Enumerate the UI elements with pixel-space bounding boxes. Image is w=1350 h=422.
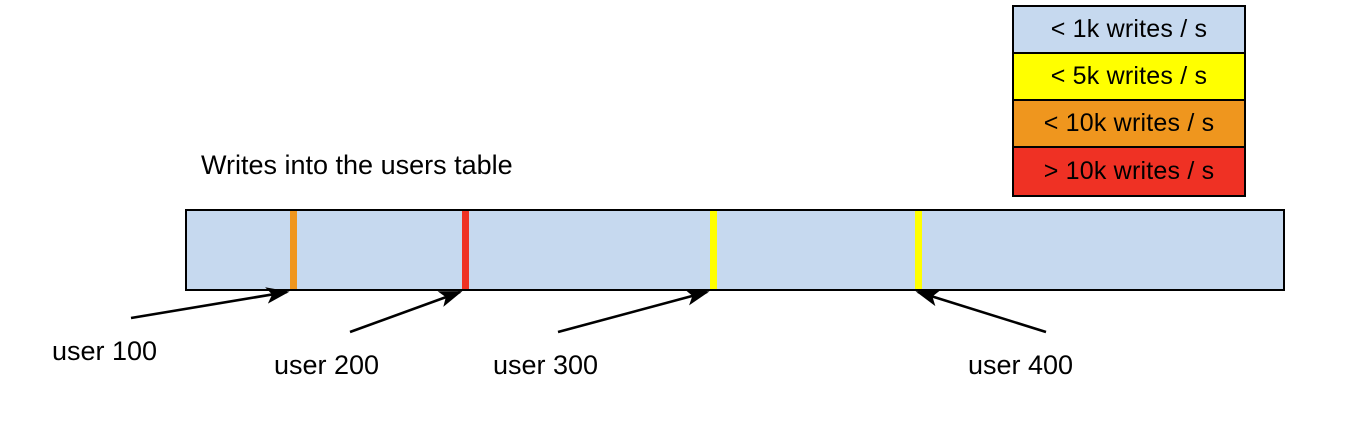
stripe-user-400 [915, 211, 922, 289]
arrow-user-300 [557, 289, 710, 334]
legend: < 1k writes / s < 5k writes / s < 10k wr… [1012, 5, 1246, 197]
legend-item-under-5k: < 5k writes / s [1014, 54, 1244, 101]
stripe-user-300 [710, 211, 717, 289]
diagram-caption: Writes into the users table [201, 150, 513, 180]
legend-item-label: > 10k writes / s [1043, 157, 1215, 185]
stripe-user-100 [290, 211, 297, 289]
legend-item-under-10k: < 10k writes / s [1014, 101, 1244, 148]
stripe-user-200 [462, 211, 469, 289]
legend-item-label: < 10k writes / s [1043, 109, 1215, 137]
label-user-100: user 100 [52, 336, 158, 366]
arrow-user-100 [130, 287, 290, 320]
legend-item-label: < 5k writes / s [1050, 62, 1208, 90]
label-user-200: user 200 [274, 350, 380, 380]
arrow-user-400 [915, 290, 1047, 334]
legend-item-label: < 1k writes / s [1050, 15, 1208, 43]
label-user-400: user 400 [968, 350, 1074, 380]
legend-item-under-1k: < 1k writes / s [1014, 7, 1244, 54]
label-user-300: user 300 [493, 350, 599, 380]
arrow-user-200 [349, 290, 463, 334]
legend-item-over-10k: > 10k writes / s [1014, 148, 1244, 195]
users-table-bar [185, 209, 1285, 291]
